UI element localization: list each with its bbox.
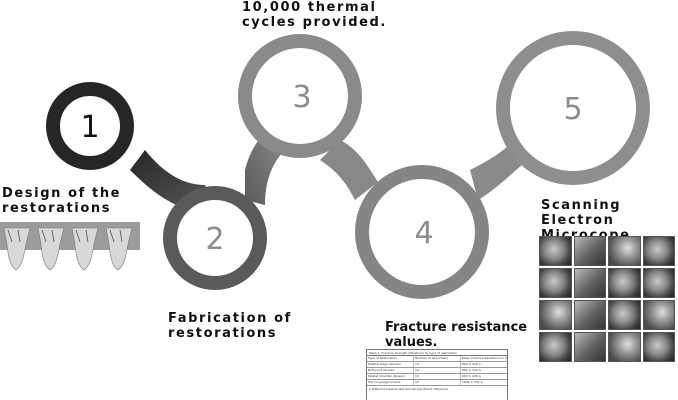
step-3-number: 3 (292, 80, 311, 115)
fracture-resistance-table: Table 1. Fracture strength (Newtons) by … (366, 349, 508, 400)
sem-images-grid (539, 236, 675, 362)
step-3-label: 10,000 thermal cycles provided. (242, 0, 387, 30)
step-3-ring (238, 34, 362, 158)
connector-3-4 (320, 140, 378, 200)
connector-4-5 (470, 142, 522, 200)
table-cell: 10 (413, 368, 460, 373)
sem-image (608, 332, 641, 362)
table-header-cell: Number of specimens (413, 356, 460, 361)
step-2-label: Fabrication of restorations (168, 311, 292, 341)
sem-image (608, 268, 641, 298)
step-1-number: 1 (80, 110, 99, 145)
sem-image (608, 236, 641, 266)
sem-image (539, 268, 572, 298)
sem-image (642, 268, 675, 298)
step-4-number: 4 (414, 216, 433, 251)
sem-image (539, 300, 572, 330)
step-2-ring (163, 186, 267, 290)
sem-image (642, 300, 675, 330)
table-cell: 10 (413, 374, 460, 379)
table-caption: Table 1. Fracture strength (Newtons) by … (367, 350, 507, 356)
sem-image (539, 236, 572, 266)
sem-image (539, 332, 572, 362)
step-4-ring (355, 165, 489, 299)
step-2-number: 2 (205, 222, 224, 257)
sem-image (573, 268, 606, 298)
sem-image (608, 300, 641, 330)
step-5-ring (496, 31, 650, 185)
table-header-row: Type of Restoration Number of specimens … (367, 356, 507, 362)
tooth-models-image (0, 222, 140, 271)
table-row: Palatal Chamfer Veneers 10 963 ± 206 a (367, 374, 507, 380)
table-footnote: a Different superscripts denote signific… (369, 387, 449, 391)
table-cell: Palatal Chamfer Veneers (368, 374, 405, 378)
table-header-cell: Type of Restoration (368, 356, 397, 360)
sem-image (573, 236, 606, 266)
table-cell: Feather-edge Veneers (368, 362, 401, 366)
table-row: Full Coverage Crowns 10 1096 ± 251 a (367, 380, 507, 386)
table-header-cell: Mean Fracture Resistance in Newtons (460, 356, 507, 361)
step-1-label: Design of the restorations (2, 186, 122, 216)
sem-image (642, 236, 675, 266)
table-cell: 963 ± 206 a (460, 374, 507, 379)
table-cell: 991 ± 232 a (460, 368, 507, 373)
table-cell: 1096 ± 251 a (460, 380, 507, 385)
table-cell: Butt-joint Veneers (368, 368, 395, 372)
sem-image (642, 332, 675, 362)
table-row: Butt-joint Veneers 10 991 ± 232 a (367, 368, 507, 374)
table-cell: 10 (413, 362, 460, 367)
table-row: Feather-edge Veneers 10 860 ± 225 a (367, 362, 507, 368)
sem-image (573, 332, 606, 362)
step-5-number: 5 (563, 92, 582, 127)
step-1-ring (46, 82, 134, 170)
table-cell: Full Coverage Crowns (368, 380, 401, 384)
table-cell: 860 ± 225 a (460, 362, 507, 367)
step-4-label: Fracture resistance values. (385, 320, 528, 350)
table-cell: 10 (413, 380, 460, 385)
sem-image (573, 300, 606, 330)
